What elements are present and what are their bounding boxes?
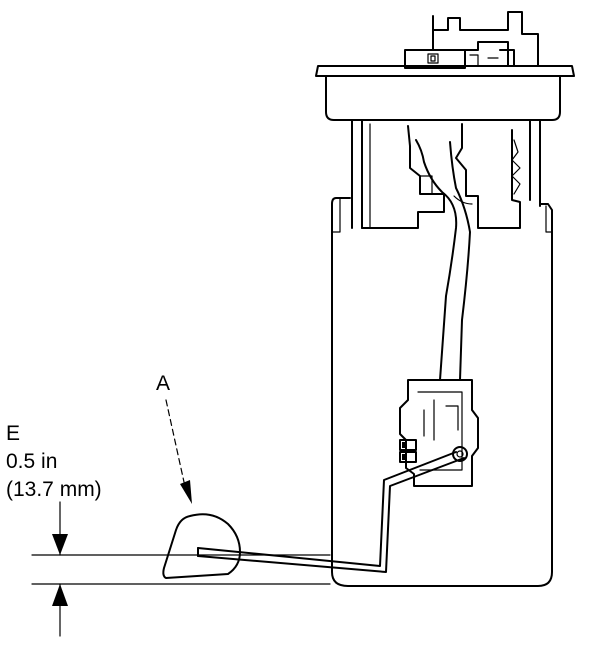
wiring-harness [415,139,521,381]
label-millimeters: (13.7 mm) [6,478,102,501]
label-a: A [156,372,170,395]
dimension-e [31,501,331,637]
pump-body [361,123,521,229]
reservoir-canister [331,197,553,587]
float-a [162,513,241,579]
pump-flange [315,65,575,121]
label-e: E [6,422,20,445]
label-inches: 0.5 in [6,450,57,473]
label-a-leader [165,399,192,504]
support-rods [351,119,541,229]
arrow-down-icon [52,534,68,555]
arrow-up-icon [52,584,68,606]
top-fitting [404,11,539,69]
sending-unit [399,379,479,487]
